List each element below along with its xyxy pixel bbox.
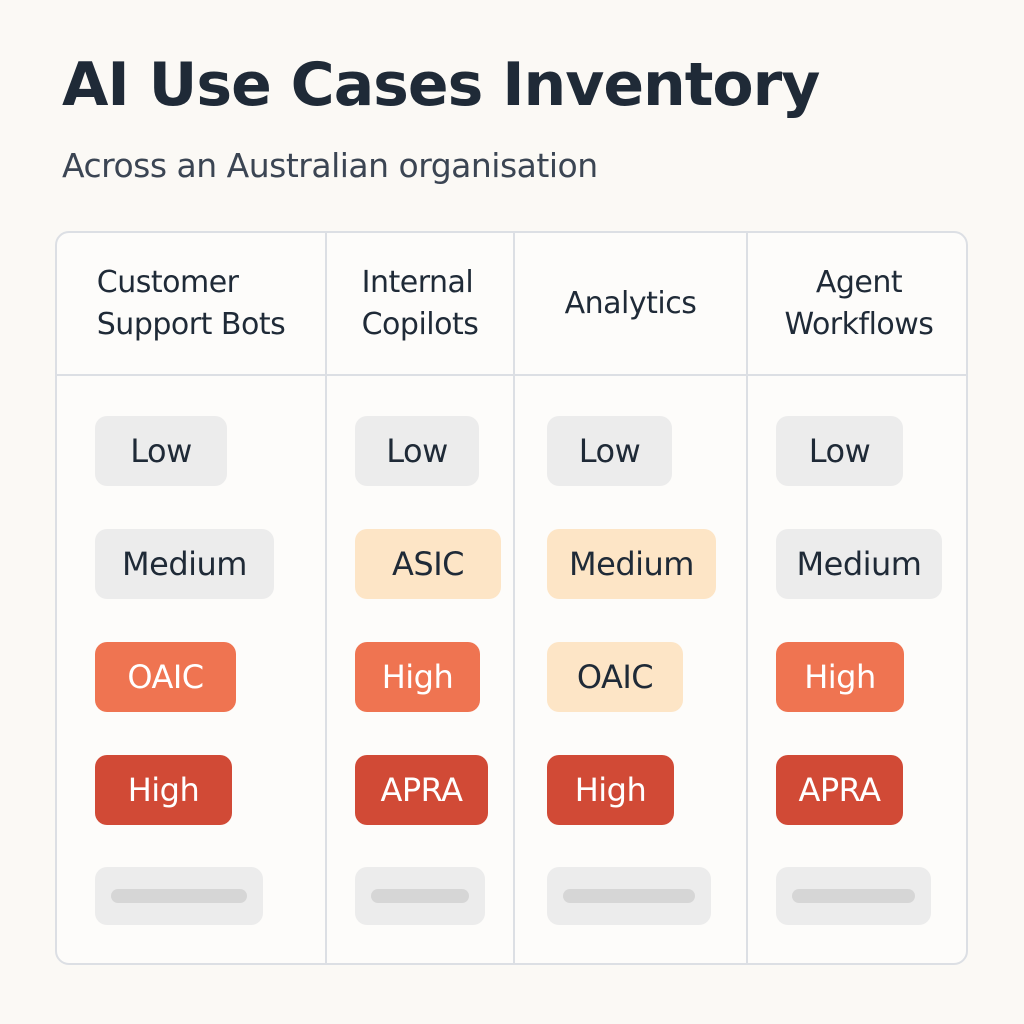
tag-high[interactable]: High — [355, 642, 480, 712]
placeholder-bar — [111, 889, 247, 903]
tag-oaic[interactable]: OAIC — [547, 642, 683, 712]
column-title-line: Analytics — [564, 285, 697, 321]
placeholder-row — [355, 867, 485, 925]
tag-high[interactable]: High — [776, 642, 904, 712]
tag-low[interactable]: Low — [95, 416, 227, 486]
tag-apra[interactable]: APRA — [355, 755, 488, 825]
tag-low[interactable]: Low — [547, 416, 672, 486]
column-title-line: Agent — [815, 264, 903, 300]
tag-asic[interactable]: ASIC — [355, 529, 501, 599]
placeholder-row — [776, 867, 931, 925]
tag-low[interactable]: Low — [355, 416, 479, 486]
column-title-line: Copilots — [361, 306, 479, 342]
tag-apra[interactable]: APRA — [776, 755, 903, 825]
column-header: Agent Workflows — [748, 233, 966, 376]
page-subtitle: Across an Australian organisation — [62, 146, 598, 185]
tag-medium[interactable]: Medium — [776, 529, 942, 599]
placeholder-row — [547, 867, 711, 925]
column-internal-copilots: Internal Copilots Low ASIC High APRA — [327, 233, 515, 963]
column-analytics: Analytics Low Medium OAIC High — [515, 233, 748, 963]
column-title: Customer Support Bots — [96, 262, 286, 346]
column-header: Customer Support Bots — [57, 233, 325, 376]
column-customer-support-bots: Customer Support Bots Low Medium OAIC Hi… — [57, 233, 327, 963]
column-title-line: Customer — [96, 264, 239, 300]
column-title-line: Workflows — [784, 306, 934, 342]
column-title: Agent Workflows — [785, 262, 934, 346]
page-title: AI Use Cases Inventory — [62, 50, 820, 120]
column-agent-workflows: Agent Workflows Low Medium High APRA — [748, 233, 966, 963]
tag-high[interactable]: High — [95, 755, 232, 825]
column-title-line: Support Bots — [96, 306, 286, 342]
use-case-board: Customer Support Bots Low Medium OAIC Hi… — [55, 231, 968, 965]
tag-high[interactable]: High — [547, 755, 674, 825]
tag-medium[interactable]: Medium — [95, 529, 274, 599]
tag-low[interactable]: Low — [776, 416, 903, 486]
column-header: Internal Copilots — [327, 233, 513, 376]
placeholder-row — [95, 867, 263, 925]
placeholder-bar — [563, 889, 695, 903]
column-title-line: Internal — [361, 264, 474, 300]
placeholder-bar — [792, 889, 915, 903]
tag-medium[interactable]: Medium — [547, 529, 716, 599]
column-title: Analytics — [565, 283, 697, 325]
tag-oaic[interactable]: OAIC — [95, 642, 236, 712]
column-header: Analytics — [515, 233, 746, 376]
column-title: Internal Copilots — [362, 262, 479, 346]
placeholder-bar — [371, 889, 469, 903]
